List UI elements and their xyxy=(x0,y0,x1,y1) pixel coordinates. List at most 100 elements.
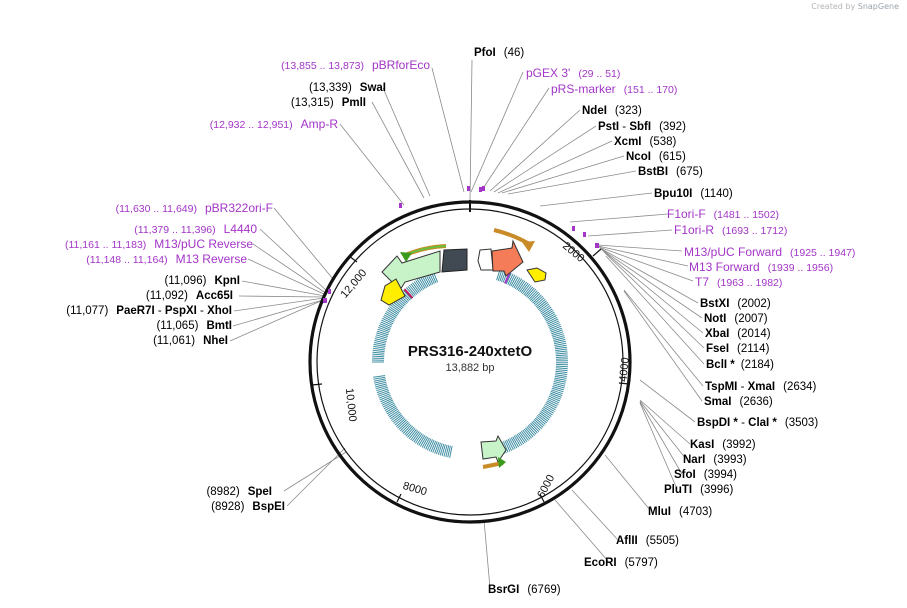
enzyme-label-ncoi[interactable]: NcoI(615) xyxy=(626,151,686,163)
tet-operator-bar xyxy=(399,422,410,432)
tet-operator-bar xyxy=(516,433,525,445)
tet-operator-bar xyxy=(412,282,420,293)
features xyxy=(380,228,547,469)
enzyme-label-smai[interactable]: SmaI(2636) xyxy=(704,396,773,408)
tet-operator-bar xyxy=(402,424,412,434)
tet-operator-bar xyxy=(379,323,391,329)
tet-operator-bar xyxy=(383,314,395,322)
tet-operator-bar xyxy=(441,444,446,457)
enzyme-label-nhei[interactable]: (11,061)NheI xyxy=(153,335,228,347)
primer-label-prs-marker[interactable]: pRS-marker(151 .. 170) xyxy=(551,82,677,96)
tet-operator-bar xyxy=(390,304,401,313)
tet-operator-bar xyxy=(443,444,448,457)
tet-operator-bar xyxy=(554,377,567,381)
promoter-left-arrowhead xyxy=(400,252,412,262)
primer-label-f1ori-f[interactable]: F1ori-F(1481 .. 1502) xyxy=(667,207,779,221)
enzyme-label-pmli[interactable]: (13,315)PmlI xyxy=(291,97,366,109)
tet-operator-bar xyxy=(553,338,566,343)
enzyme-label-noti[interactable]: NotI(2007) xyxy=(704,313,768,325)
tet-operator-bar xyxy=(555,365,568,368)
tet-operator-bar xyxy=(546,400,558,407)
tet-operator-bar xyxy=(545,401,557,409)
primer-label-m13-reverse[interactable]: (11,148 .. 11,164)M13 Reverse xyxy=(86,252,247,266)
primer-markers xyxy=(323,186,599,303)
enzyme-label-ndei[interactable]: NdeI(323) xyxy=(582,105,642,117)
enzyme-label-acc65i[interactable]: (11,092)Acc65I xyxy=(146,290,233,302)
enzyme-label-bpu10i[interactable]: Bpu10I(1140) xyxy=(654,188,733,200)
tet-operator-bar xyxy=(555,370,568,374)
tet-operator-bar xyxy=(545,315,557,322)
tet-operator-bar xyxy=(537,415,548,424)
tet-operator-bar xyxy=(551,329,563,335)
enzyme-label-bspdi-clai[interactable]: BspDI * - ClaI *(3503) xyxy=(697,417,818,429)
enzyme-label-pluti[interactable]: PluTI(3996) xyxy=(664,484,734,496)
tet-operator-bar xyxy=(517,280,526,292)
enzyme-label-nari[interactable]: NarI(3993) xyxy=(683,454,747,466)
primer-label-pbr322ori-f[interactable]: (11,630 .. 11,649)pBR322ori-F xyxy=(116,201,273,215)
enzyme-label-xbai[interactable]: XbaI(2014) xyxy=(705,328,771,340)
tet-operator-bar xyxy=(509,438,516,450)
tet-operator-bar xyxy=(507,438,514,451)
enzyme-label-psti-sbfi[interactable]: PstI - SbfI(392) xyxy=(598,121,686,133)
tet-operator-bar xyxy=(550,392,562,398)
tet-operator-bar xyxy=(375,383,387,388)
primer-label-pgex-3[interactable]: pGEX 3'(29 .. 51) xyxy=(526,66,620,80)
tet-operator-bar xyxy=(548,322,560,328)
tet-operator-bar xyxy=(434,442,440,454)
enzyme-label-spei[interactable]: (8982)SpeI xyxy=(206,486,272,498)
primer-label-f1ori-r[interactable]: F1ori-R(1693 .. 1712) xyxy=(674,223,787,237)
primer-label-l4440[interactable]: (11,379 .. 11,396)L4440 xyxy=(134,222,257,236)
tet-operator-bar xyxy=(435,442,441,455)
enzyme-label-bstxi[interactable]: BstXI(2002) xyxy=(700,298,771,310)
tet-operator-bar xyxy=(423,437,430,449)
primer-label-m13-puc-forward[interactable]: M13/pUC Forward(1925 .. 1947) xyxy=(684,245,855,259)
enzyme-label-bspei[interactable]: (8928)BspEI xyxy=(211,501,285,513)
tet-operator-bar xyxy=(374,381,387,386)
primer-label-m13-forward[interactable]: M13 Forward(1939 .. 1956) xyxy=(689,260,833,274)
enzyme-label-aflii[interactable]: AflII(5505) xyxy=(616,535,679,547)
primer-marker-f1ori-f xyxy=(572,226,575,231)
ruler-label-4000: 4000 xyxy=(617,357,631,383)
enzyme-label-swai[interactable]: (13,339)SwaI xyxy=(309,82,386,94)
enzyme-label-xcmi[interactable]: XcmI(538) xyxy=(614,136,677,148)
tet-operator-bar xyxy=(549,325,562,332)
tet-operator-bar xyxy=(552,335,565,340)
enzyme-label-fsei[interactable]: FseI(2114) xyxy=(706,343,770,355)
tet-operator-bar xyxy=(537,301,549,310)
enzyme-label-bstbi[interactable]: BstBI(675) xyxy=(638,166,703,178)
tet-operator-bar xyxy=(513,277,521,289)
tet-operator-bar xyxy=(555,350,568,353)
tet-operator-bar xyxy=(543,406,554,414)
yellow-feature-right xyxy=(526,267,547,283)
tet-operator-bar xyxy=(375,385,388,390)
enzyme-label-bcli[interactable]: BclI *(2184) xyxy=(706,359,774,371)
primer-label-m13-puc-reverse[interactable]: (11,161 .. 11,183)M13/pUC Reverse xyxy=(65,237,253,251)
enzyme-label-paer7i-pspxi-xhoi[interactable]: (11,077)PaeR7I - PspXI - XhoI xyxy=(66,305,232,317)
tet-operator-bar xyxy=(555,374,567,377)
tet-operator-bar xyxy=(425,438,432,450)
primer-label-amp-r[interactable]: (12,932 .. 12,951)Amp-R xyxy=(210,117,339,131)
tet-operator-bar xyxy=(554,342,567,346)
tet-operator-bar xyxy=(527,425,537,435)
tet-operator-bar xyxy=(505,272,512,285)
feature-labels: PfoI(46) NdeI(323) PstI - SbfI(392) XcmI… xyxy=(65,47,855,596)
tet-operator-bar xyxy=(408,284,418,295)
tet-operator-bar xyxy=(385,311,397,319)
enzyme-label-bsrgi[interactable]: BsrGI(6769) xyxy=(488,584,561,596)
tet-operator-bar xyxy=(547,397,560,404)
tet-operator-bar xyxy=(391,302,402,311)
enzyme-label-mlui[interactable]: MluI(4703) xyxy=(648,506,712,518)
enzyme-label-kasi[interactable]: KasI(3992) xyxy=(690,439,756,451)
enzyme-label-bmti[interactable]: (11,065)BmtI xyxy=(156,320,232,332)
primer-label-pbrforeco[interactable]: (13,855 .. 13,873)pBRforEco xyxy=(281,58,430,72)
enzyme-label-tspmi-xmai[interactable]: TspMI - XmaI(2634) xyxy=(705,381,817,393)
enzyme-label-pfoi[interactable]: PfoI(46) xyxy=(474,47,524,59)
tet-operator-bar xyxy=(379,394,391,401)
enzyme-label-ecori[interactable]: EcoRI(5797) xyxy=(584,557,658,569)
tet-operator-bar xyxy=(555,354,568,357)
promoter-right-arrowhead xyxy=(522,241,535,252)
primer-label-t7[interactable]: T7(1963 .. 1982) xyxy=(695,275,782,289)
tet-operator-bar xyxy=(375,336,388,341)
enzyme-label-kpni[interactable]: (11,096)KpnI xyxy=(164,275,240,287)
enzyme-label-sfoi[interactable]: SfoI(3994) xyxy=(674,469,737,481)
